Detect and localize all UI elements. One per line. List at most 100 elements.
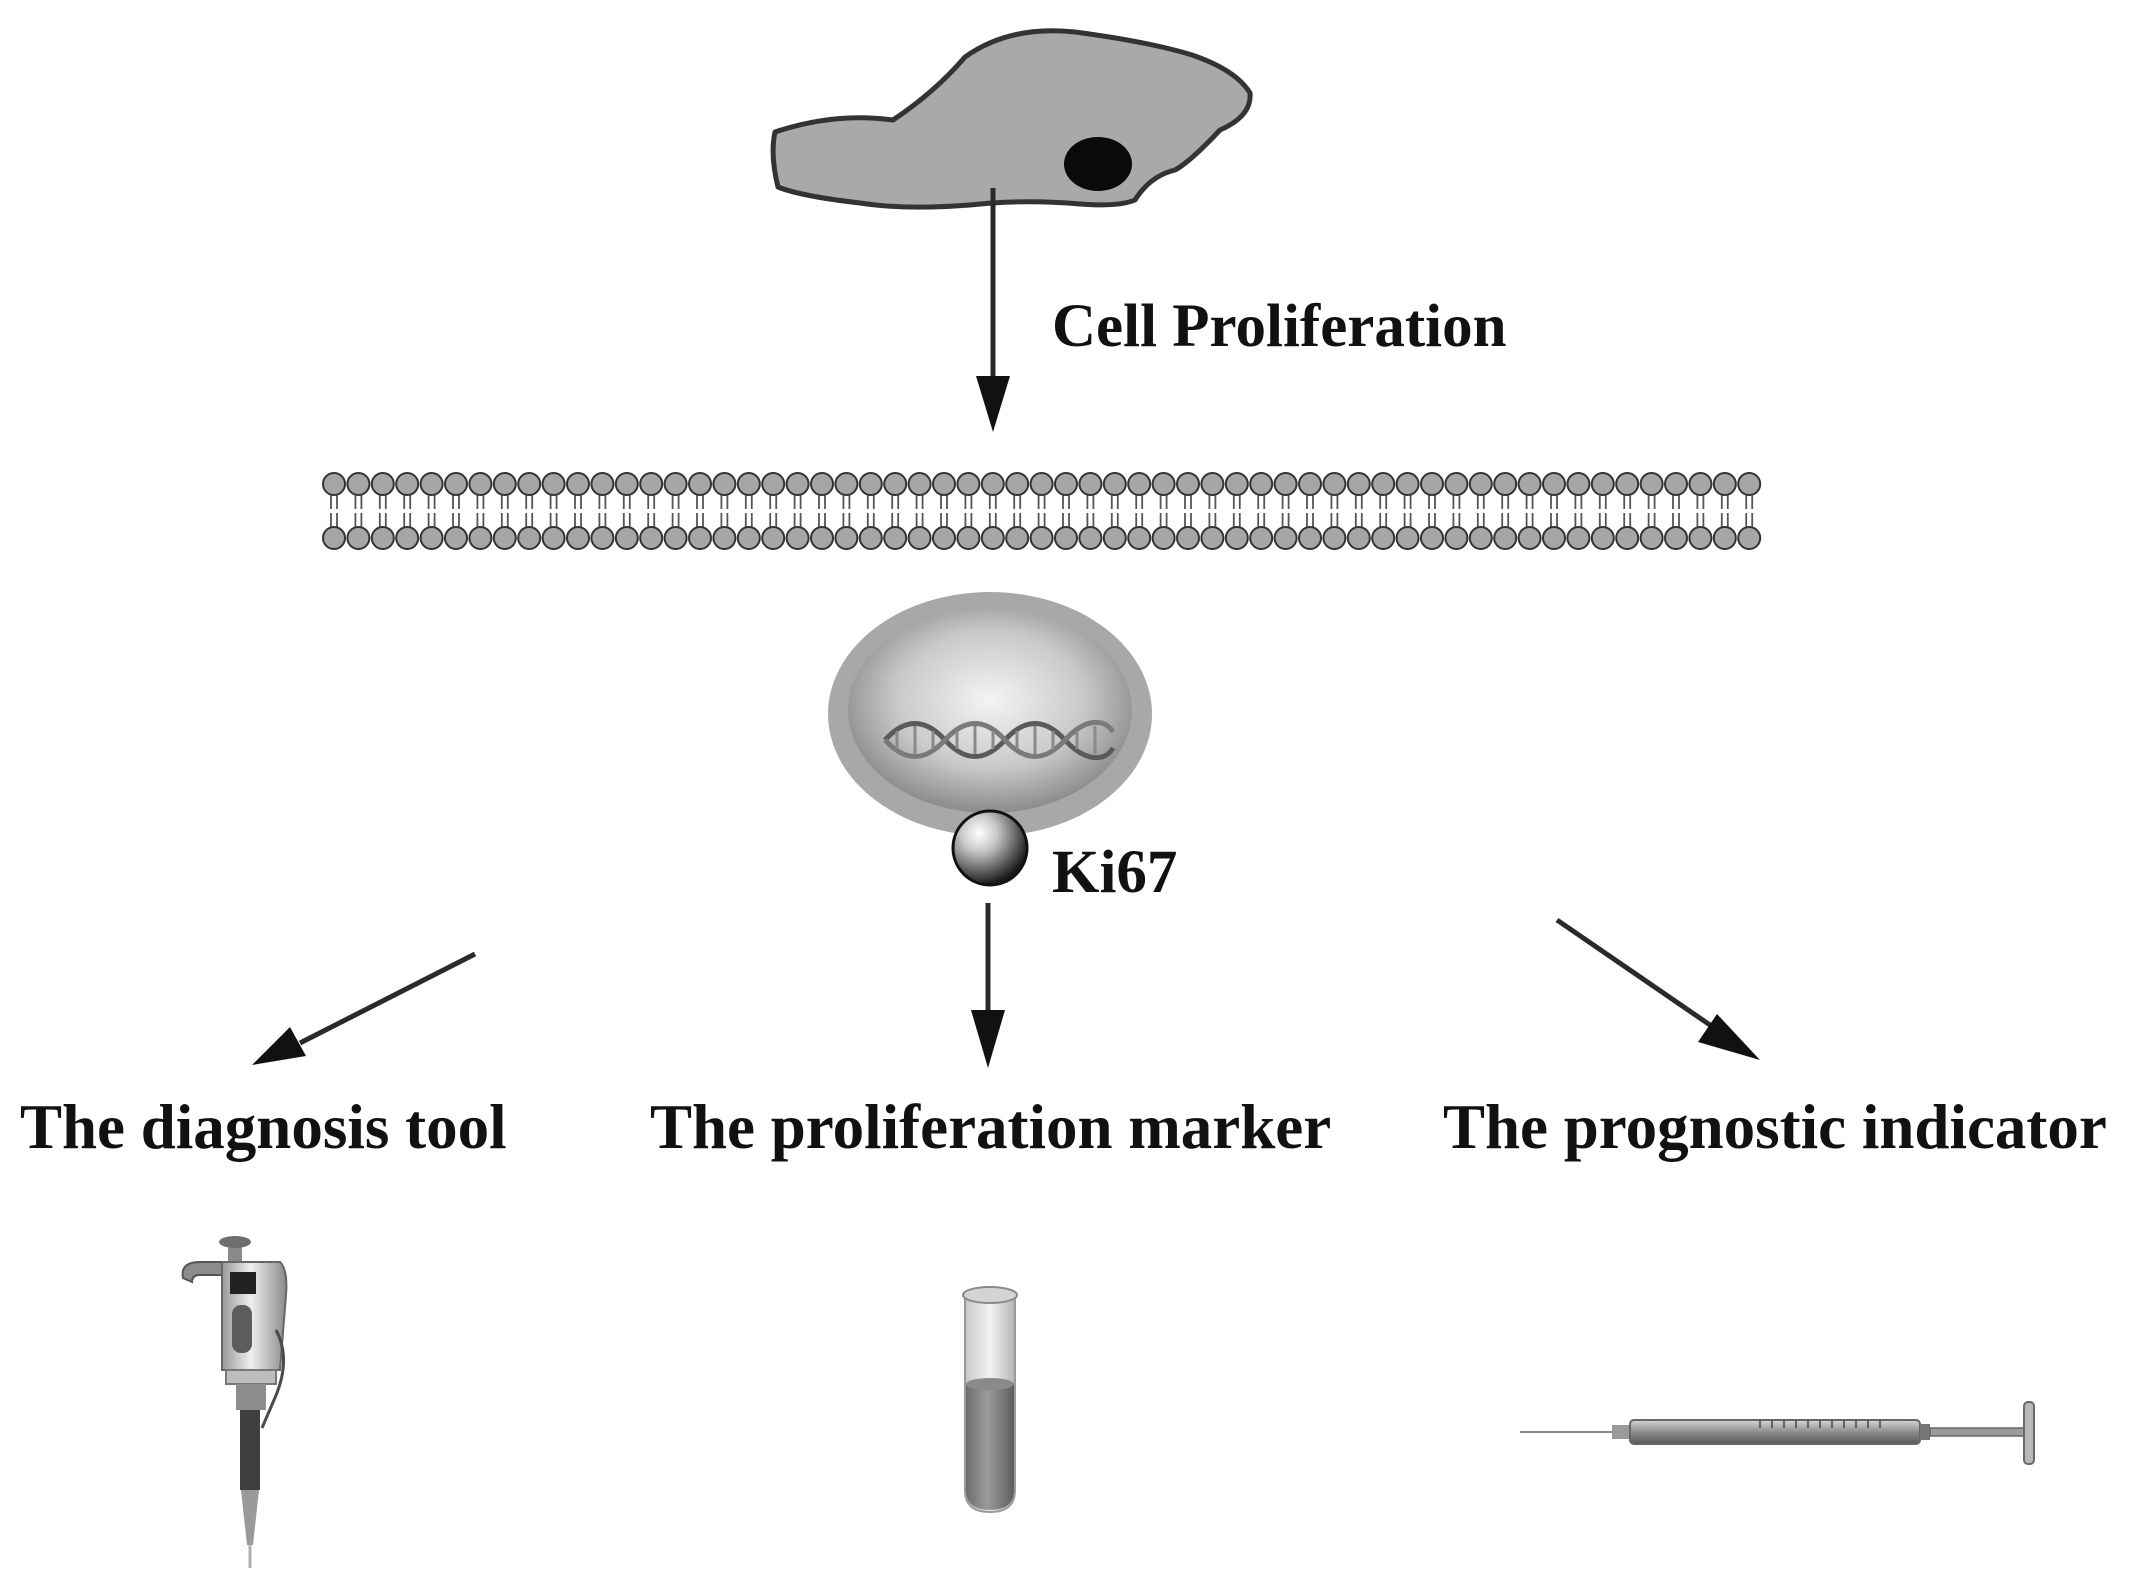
lipid-head xyxy=(883,472,908,496)
lipid-head xyxy=(590,472,615,496)
lipid-head xyxy=(761,472,786,496)
label-ki67: Ki67 xyxy=(1052,839,1178,906)
lipid-head xyxy=(1468,526,1493,550)
lipid-head xyxy=(639,472,664,496)
lipid-head xyxy=(883,526,908,550)
label-diagnosis-tool: The diagnosis tool xyxy=(20,1092,507,1162)
lipid-head xyxy=(1176,526,1200,550)
lipid-head xyxy=(1420,472,1444,496)
lipid-head xyxy=(1688,472,1713,496)
lipid-head xyxy=(1493,472,1518,496)
lipid-head xyxy=(1176,472,1200,496)
lipid-head xyxy=(1566,472,1591,496)
pipette-icon xyxy=(181,1236,288,1568)
lipid-head xyxy=(1615,472,1640,496)
lipid-head xyxy=(663,472,688,496)
lipid-head xyxy=(1615,526,1640,550)
arrow-cell-to-membrane xyxy=(976,188,1010,432)
lipid-head xyxy=(1664,472,1688,496)
lipid-head xyxy=(1249,472,1274,496)
lipid-head xyxy=(1346,526,1371,550)
lipid-head xyxy=(492,472,517,496)
lipid-head xyxy=(1322,526,1347,550)
lipid-head xyxy=(956,472,981,496)
lipid-head xyxy=(1542,526,1566,550)
lipid-head xyxy=(468,472,493,496)
lipid-head xyxy=(1127,472,1152,496)
lipid-head xyxy=(1712,472,1737,496)
lipid-head xyxy=(1639,526,1664,550)
lipid-head xyxy=(1298,472,1322,496)
lipid-head xyxy=(1200,472,1225,496)
lipid-head xyxy=(688,526,712,550)
lipid-head xyxy=(736,526,761,550)
lipid-head xyxy=(1444,526,1469,550)
lipid-head xyxy=(736,472,761,496)
lipid-head xyxy=(1542,472,1566,496)
lipid-head xyxy=(712,526,737,550)
lipid-head xyxy=(370,526,395,550)
lipid-head xyxy=(395,472,420,496)
lipid-head xyxy=(834,526,859,550)
lipid-head xyxy=(419,472,444,496)
lipid-head xyxy=(346,472,371,496)
lipid-head xyxy=(541,526,566,550)
lipid-head xyxy=(1346,472,1371,496)
lipid-head xyxy=(322,472,346,496)
lipid-head xyxy=(1054,472,1078,496)
lipid-head xyxy=(1029,526,1054,550)
lipid-head xyxy=(1737,526,1762,550)
cell-icon xyxy=(770,28,1253,210)
lipid-head xyxy=(1249,526,1274,550)
lipid-head xyxy=(1322,472,1347,496)
lipid-head xyxy=(1273,472,1298,496)
lipid-head xyxy=(1298,526,1322,550)
lipid-head xyxy=(1590,472,1615,496)
label-cell-proliferation: Cell Proliferation xyxy=(1052,293,1507,360)
lipid-head xyxy=(590,526,615,550)
lipid-head xyxy=(932,526,956,550)
lipid-head xyxy=(517,472,542,496)
lipid-head xyxy=(688,472,712,496)
lipid-head xyxy=(785,526,810,550)
lipid-head xyxy=(614,472,639,496)
lipid-head xyxy=(1151,526,1176,550)
lipid-head xyxy=(980,526,1005,550)
lipid-head xyxy=(1371,526,1396,550)
lipid-head xyxy=(395,526,420,550)
lipid-head xyxy=(1688,526,1713,550)
lipid-head xyxy=(541,472,566,496)
lipid-head xyxy=(810,526,834,550)
arrow-to-prognostic xyxy=(1555,917,1760,1060)
lipid-head xyxy=(858,526,883,550)
lipid-head xyxy=(346,526,371,550)
lipid-head xyxy=(1468,472,1493,496)
cell-nucleus-dot xyxy=(1064,137,1132,191)
lipid-head xyxy=(1078,472,1103,496)
lipid-head xyxy=(1273,526,1298,550)
lipid-head xyxy=(980,472,1005,496)
lipid-head xyxy=(1420,526,1444,550)
lipid-head xyxy=(1639,472,1664,496)
lipid-head xyxy=(419,526,444,550)
lipid-head xyxy=(1005,526,1030,550)
label-proliferation-marker: The proliferation marker xyxy=(650,1092,1332,1162)
lipid-head xyxy=(468,526,493,550)
lipid-head xyxy=(370,472,395,496)
lipid-head xyxy=(1102,526,1127,550)
lipid-head xyxy=(1737,472,1762,496)
lipid-head xyxy=(1151,472,1176,496)
lipid-head xyxy=(517,526,542,550)
lipid-head xyxy=(907,472,932,496)
lipid-head xyxy=(1078,526,1103,550)
lipid-head xyxy=(858,472,883,496)
lipid-head xyxy=(1029,472,1054,496)
lipid-head xyxy=(1005,472,1030,496)
lipid-head xyxy=(1224,472,1249,496)
ki67-protein-sphere xyxy=(951,809,1029,887)
lipid-head xyxy=(566,472,590,496)
lipid-head xyxy=(1664,526,1688,550)
lipid-head xyxy=(1493,526,1518,550)
lipid-head xyxy=(566,526,590,550)
